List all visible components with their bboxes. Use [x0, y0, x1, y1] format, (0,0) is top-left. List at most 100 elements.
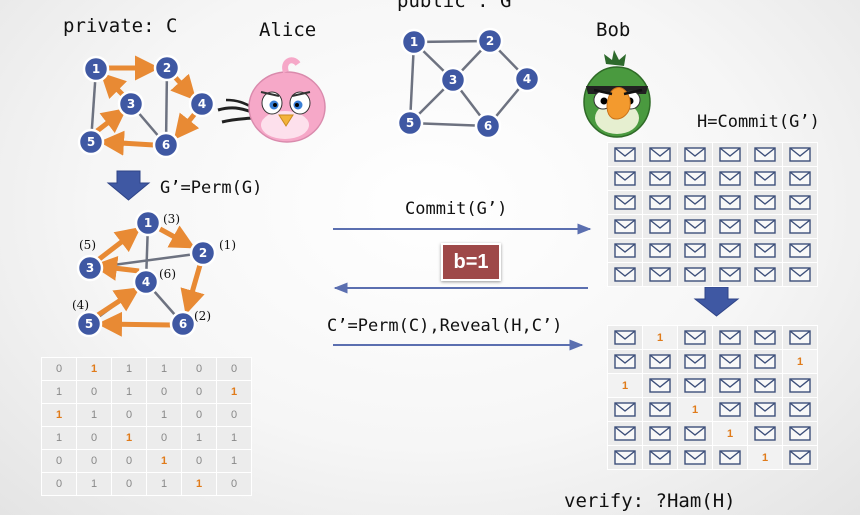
envelope-icon: [607, 421, 643, 446]
matrix-cell: 0: [146, 426, 182, 450]
envelope-icon: [747, 373, 783, 398]
public-label: public : G: [397, 0, 512, 12]
envelope-icon: [607, 166, 643, 191]
public-node-1: 1: [400, 28, 428, 56]
public-graph-edges: [408, 39, 528, 128]
envelope-icon: [607, 325, 643, 350]
svg-text:3: 3: [127, 97, 135, 111]
svg-text:6: 6: [484, 119, 492, 133]
envelope-icon: [677, 349, 713, 374]
matrix-cell: 0: [216, 357, 252, 381]
envelope-icon: [677, 142, 713, 167]
permuted-node-2: 2: [189, 239, 217, 267]
private-graph: 1 2 3 4 5 6: [77, 54, 216, 159]
envelope-icon: [747, 238, 783, 263]
envelope-icon: [642, 349, 678, 374]
envelope-icon: [607, 397, 643, 422]
matrix-cell: 1: [146, 403, 182, 427]
envelope-icon: [747, 190, 783, 215]
svg-text:4: 4: [523, 72, 531, 86]
commitment-label: H=Commit(G’): [697, 112, 820, 132]
matrix-cell: 0: [76, 426, 112, 450]
matrix-cell: 0: [181, 380, 217, 404]
svg-text:2: 2: [486, 34, 494, 48]
matrix-cell: 1: [181, 426, 217, 450]
degree-label: (6): [159, 267, 176, 281]
svg-text:5: 5: [406, 116, 414, 130]
down-arrow-icon: [106, 170, 151, 201]
matrix-cell: 1: [216, 380, 252, 404]
public-node-3: 3: [439, 66, 467, 94]
matrix-cell: 0: [41, 449, 77, 473]
envelope-icon: [677, 325, 713, 350]
envelope-icon: [782, 397, 818, 422]
envelope-icon: [712, 445, 748, 470]
svg-text:1: 1: [92, 62, 100, 76]
alice-bird-icon: [217, 57, 326, 143]
svg-text:3: 3: [449, 73, 457, 87]
matrix-cell: 0: [41, 472, 77, 496]
permuted-node-3: 3: [76, 254, 104, 282]
matrix-cell: 0: [111, 449, 147, 473]
node-2: 2: [153, 54, 181, 82]
commit-message: Commit(G’): [405, 199, 508, 219]
envelope-row: [607, 166, 818, 191]
public-graph: 1 2 3 4 5 6: [396, 27, 541, 140]
envelope-icon: [782, 190, 818, 215]
node-3: 3: [117, 90, 145, 118]
svg-text:2: 2: [199, 246, 207, 260]
degree-label: (5): [79, 238, 96, 252]
envelope-icon: [677, 373, 713, 398]
permuted-node-4: 4: [132, 268, 160, 296]
envelope-icon: [712, 262, 748, 287]
envelope-icon: [677, 190, 713, 215]
matrix-cell: 1: [76, 472, 112, 496]
envelope-icon: [782, 421, 818, 446]
envelope-icon: [642, 397, 678, 422]
envelope-icon: [642, 373, 678, 398]
hamiltonian-cycle-edges: [95, 55, 200, 156]
revealed-row: 1: [607, 397, 818, 422]
matrix-cell: 1: [146, 357, 182, 381]
permuted-node-6: 6: [169, 310, 197, 338]
reveal-message: C’=Perm(C),Reveal(H,C’): [327, 316, 563, 336]
matrix-cell: 0: [76, 449, 112, 473]
down-arrow-icon: [693, 286, 740, 317]
matrix-cell: 1: [181, 472, 217, 496]
public-node-4: 4: [513, 65, 541, 93]
envelope-icon: [607, 142, 643, 167]
envelope-icon: [747, 325, 783, 350]
envelope-icon: [747, 214, 783, 239]
node-4: 4: [188, 90, 216, 118]
node-1: 1: [82, 55, 110, 83]
matrix-cell: 0: [216, 472, 252, 496]
envelope-icon: [607, 238, 643, 263]
matrix-cell: 1: [216, 426, 252, 450]
envelope-row: [607, 262, 818, 287]
degree-label: (3): [163, 212, 180, 226]
public-node-5: 5: [396, 109, 424, 137]
matrix-cell: 0: [41, 357, 77, 381]
envelope-icon: [712, 238, 748, 263]
matrix-cell: 1: [111, 357, 147, 381]
permuted-cycle-edges: [92, 225, 205, 337]
alice-label: Alice: [259, 19, 317, 41]
revealed-cell: 1: [607, 373, 643, 398]
envelope-icon: [642, 445, 678, 470]
degree-label: (2): [194, 309, 211, 323]
svg-text:6: 6: [179, 317, 187, 331]
envelope-icon: [642, 190, 678, 215]
revealed-row: 1: [607, 349, 818, 374]
envelope-icon: [677, 421, 713, 446]
matrix-cell: 1: [76, 403, 112, 427]
challenge-badge: b=1: [441, 243, 501, 281]
envelope-icon: [712, 373, 748, 398]
envelope-icon: [747, 142, 783, 167]
matrix-cell: 0: [146, 380, 182, 404]
envelope-icon: [712, 142, 748, 167]
envelope-icon: [782, 166, 818, 191]
